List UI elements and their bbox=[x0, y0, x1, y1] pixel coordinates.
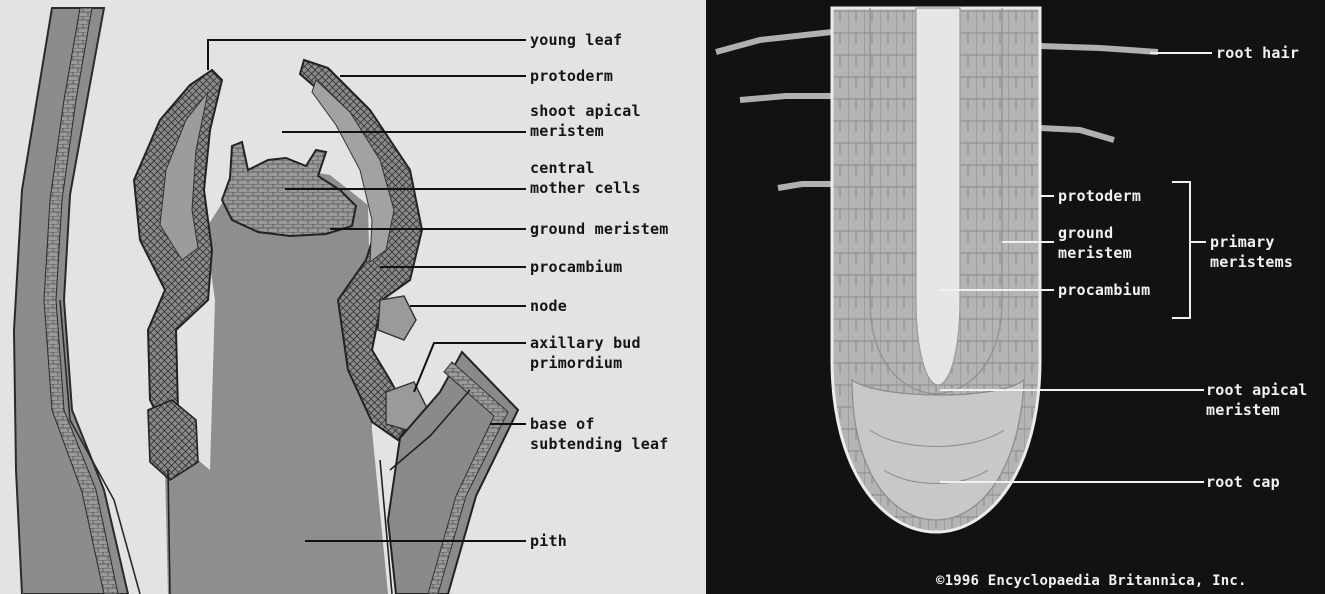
copyright-notice: ©1996 Encyclopaedia Britannica, Inc. bbox=[936, 571, 1247, 591]
label-root-cap: root cap bbox=[1206, 472, 1280, 492]
label-procambium-shoot: procambium bbox=[530, 257, 622, 277]
label-protoderm-root: protoderm bbox=[1058, 186, 1141, 206]
shoot-panel bbox=[0, 0, 706, 594]
label-node: node bbox=[530, 296, 567, 316]
label-pith: pith bbox=[530, 531, 567, 551]
root-procambium-core bbox=[916, 8, 960, 385]
label-procambium-root: procambium bbox=[1058, 280, 1150, 300]
label-protoderm-shoot: protoderm bbox=[530, 66, 613, 86]
root-panel bbox=[706, 0, 1325, 594]
label-root-hair: root hair bbox=[1216, 43, 1299, 63]
label-ground-meristem-shoot: ground meristem bbox=[530, 219, 668, 239]
label-young-leaf: young leaf bbox=[530, 30, 622, 50]
